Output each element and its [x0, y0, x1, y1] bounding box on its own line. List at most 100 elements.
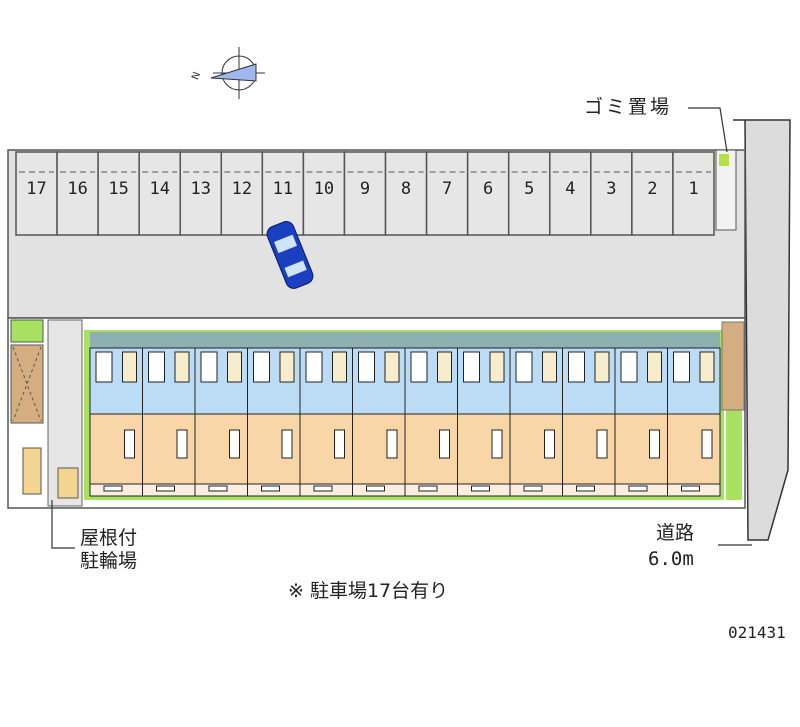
parking-slot-number: 6 [483, 179, 493, 199]
unit-aircon [313, 485, 333, 492]
parking-slot [425, 151, 469, 236]
unit-bath [227, 351, 242, 383]
unit-fixture [148, 351, 165, 383]
unit-bath [279, 351, 295, 383]
road [733, 119, 791, 541]
unit-fixture [620, 351, 638, 383]
parking-slot-number: 11 [273, 179, 293, 199]
parking-slot-number: 3 [606, 179, 616, 199]
storage-box [57, 467, 79, 499]
garbage-leader-line [688, 107, 728, 153]
building-green-east [726, 410, 742, 500]
unit-furniture [439, 429, 450, 459]
parking-slot [97, 151, 140, 236]
unit-fixture [95, 351, 113, 383]
unit-aircon [366, 485, 385, 492]
north-label: N [190, 71, 203, 82]
unit-fixture [200, 351, 218, 383]
parking-slot [507, 151, 551, 236]
unit-furniture [334, 429, 345, 459]
unit-aircon [156, 485, 175, 492]
unit-fixture [568, 351, 585, 383]
unit-fixture [673, 351, 690, 383]
parking-slot [56, 151, 99, 236]
parking-slot-number: 14 [149, 179, 169, 199]
parking-slot-number: 16 [67, 179, 87, 199]
unit-bath [542, 351, 557, 383]
unit-furniture [544, 429, 555, 459]
parking-slot [631, 151, 674, 236]
compass-icon: N [190, 47, 265, 99]
bike-parking-label-line2: 駐輪場 [80, 550, 138, 572]
unit-aircon [418, 485, 438, 492]
unit-furniture [281, 429, 293, 459]
bicycle-parking [10, 344, 44, 424]
road-width: 6.0m [648, 548, 694, 570]
parking-slot [220, 151, 264, 236]
unit-furniture [386, 429, 398, 459]
unit-bath [647, 351, 662, 383]
parking-slot-number: 1 [688, 179, 698, 199]
parking-slot [590, 151, 633, 236]
unit-aircon [261, 485, 280, 492]
unit-furniture [176, 429, 188, 459]
unit-aircon [576, 485, 595, 492]
parking-slot-number: 12 [232, 179, 252, 199]
building-brick [721, 321, 745, 411]
parking-note: ※ 駐車場17台有り [288, 580, 449, 602]
unit-fixture [305, 351, 323, 383]
unit-fixture [515, 351, 533, 383]
unit-furniture [701, 429, 713, 459]
unit-fixture [358, 351, 375, 383]
unit-fixture [253, 351, 270, 383]
bike-roof-line [12, 346, 42, 422]
unit-bath [594, 351, 610, 383]
parking-slot-number: 9 [360, 179, 370, 199]
unit-fixture [410, 351, 428, 383]
unit-fixture [463, 351, 480, 383]
unit-bath [122, 351, 137, 383]
unit-bath [332, 351, 347, 383]
parking-slot [302, 151, 346, 236]
parking-slot [384, 151, 428, 236]
parking-slot-number: 17 [26, 179, 46, 199]
unit-furniture [124, 429, 135, 459]
parking-slot [343, 151, 387, 236]
parking-slot-number: 4 [565, 179, 575, 199]
unit-bath [699, 351, 715, 383]
parking-slot-number: 15 [108, 179, 128, 199]
apartment-units [89, 332, 721, 497]
planter [10, 319, 44, 343]
parking-slot [179, 151, 223, 236]
parking-slot-number: 2 [647, 179, 657, 199]
unit-aircon [681, 485, 700, 492]
parking-slot [261, 151, 305, 236]
unit-bath [489, 351, 505, 383]
unit-aircon [208, 485, 228, 492]
unit-furniture [596, 429, 608, 459]
unit-furniture [649, 429, 660, 459]
unit-aircon [471, 485, 490, 492]
garbage-label: ゴミ置場 [584, 96, 673, 118]
bike-parking-label-line1: 屋根付 [80, 527, 138, 549]
road-label: 道路 [656, 522, 695, 544]
parking-slot-number: 8 [401, 179, 411, 199]
unit-aircon [103, 485, 123, 492]
unit-bath [437, 351, 452, 383]
property-id: 021431 [728, 623, 786, 642]
unit-aircon [523, 485, 543, 492]
garbage-bin [719, 154, 729, 166]
unit-furniture [229, 429, 240, 459]
bike-roof-line [12, 346, 42, 422]
parking-slot [672, 151, 715, 236]
unit-bath [174, 351, 190, 383]
parking-slot [15, 151, 58, 236]
parking-slot-number: 5 [524, 179, 534, 199]
unit-aircon [628, 485, 648, 492]
storage-box [22, 447, 42, 495]
parking-slot-number: 13 [191, 179, 211, 199]
parking-slot-number: 10 [314, 179, 334, 199]
garbage-area [715, 149, 737, 231]
